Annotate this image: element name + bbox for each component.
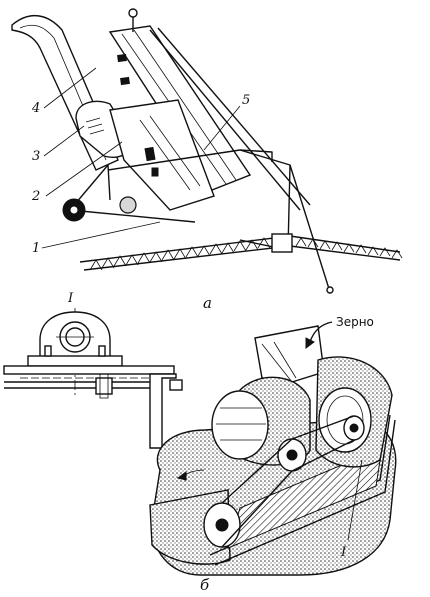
detail-marker: I [340,545,347,560]
caption-a: а [203,294,212,312]
callout-3: 3 [32,149,40,164]
callout-1: 1 [32,241,40,256]
callout-2: 2 [31,189,40,204]
detail-view-i [3,308,183,449]
roller-crusher [149,321,397,576]
callout-4: 4 [31,101,40,116]
hopper-label: Зерно [336,315,374,329]
caption-b: б [200,576,210,594]
detail-label: I [67,291,74,306]
callout-5: 5 [242,93,250,108]
machine-a [11,8,403,294]
